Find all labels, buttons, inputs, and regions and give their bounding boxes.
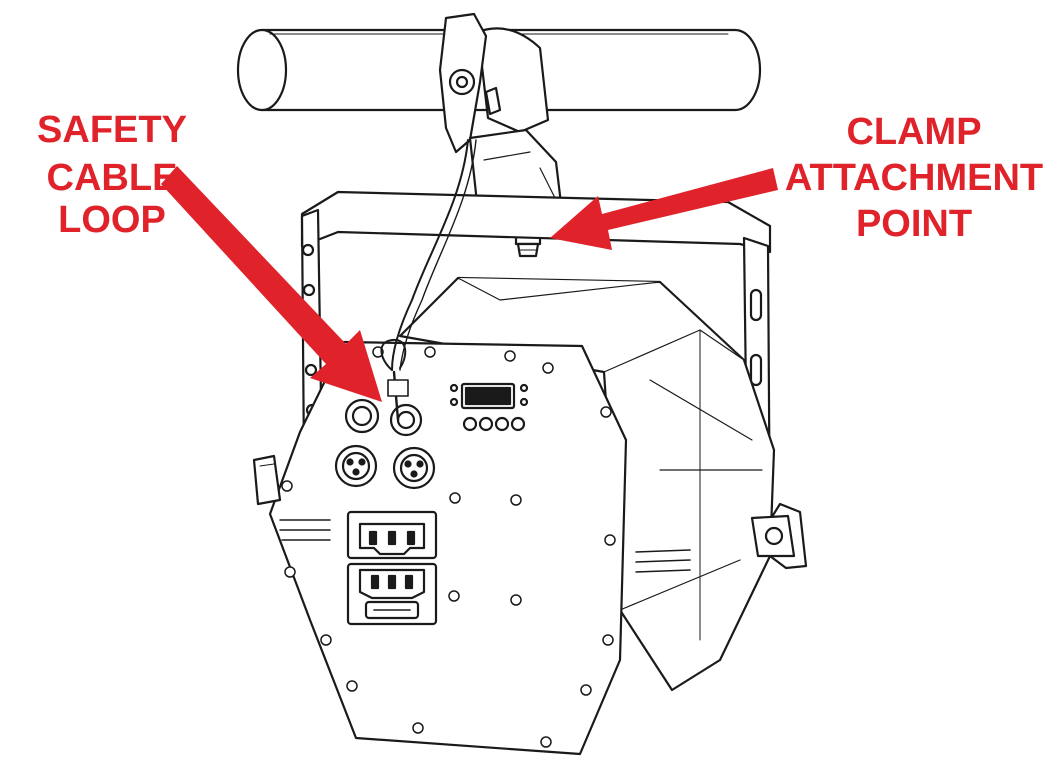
callout-arrows: [161, 166, 778, 402]
safety-cable-label-line-3: LOOP: [58, 199, 166, 241]
safety-cable: [380, 139, 477, 422]
fixture-housing: [398, 276, 776, 692]
clamp-point-label-line-2: ATTACHMENT: [785, 157, 1043, 199]
safety-cable-label-line-1: SAFETY: [37, 109, 187, 151]
clamp-point-label-line-1: CLAMP: [846, 111, 981, 153]
safety-cable-label: SAFETY CABLE LOOP: [37, 109, 187, 241]
clamp-point-arrow: [550, 168, 778, 250]
control-panel: [449, 382, 529, 432]
connectors: [334, 398, 438, 626]
safety-cable-arrow: [161, 166, 382, 402]
clamp-point-label-line-3: POINT: [856, 203, 972, 245]
rear-panel: [268, 340, 628, 756]
safety-cable-label-line-2: CABLE: [47, 157, 178, 199]
side-knobs: [252, 454, 808, 570]
clamp-point-label: CLAMP ATTACHMENT POINT: [785, 111, 1043, 245]
